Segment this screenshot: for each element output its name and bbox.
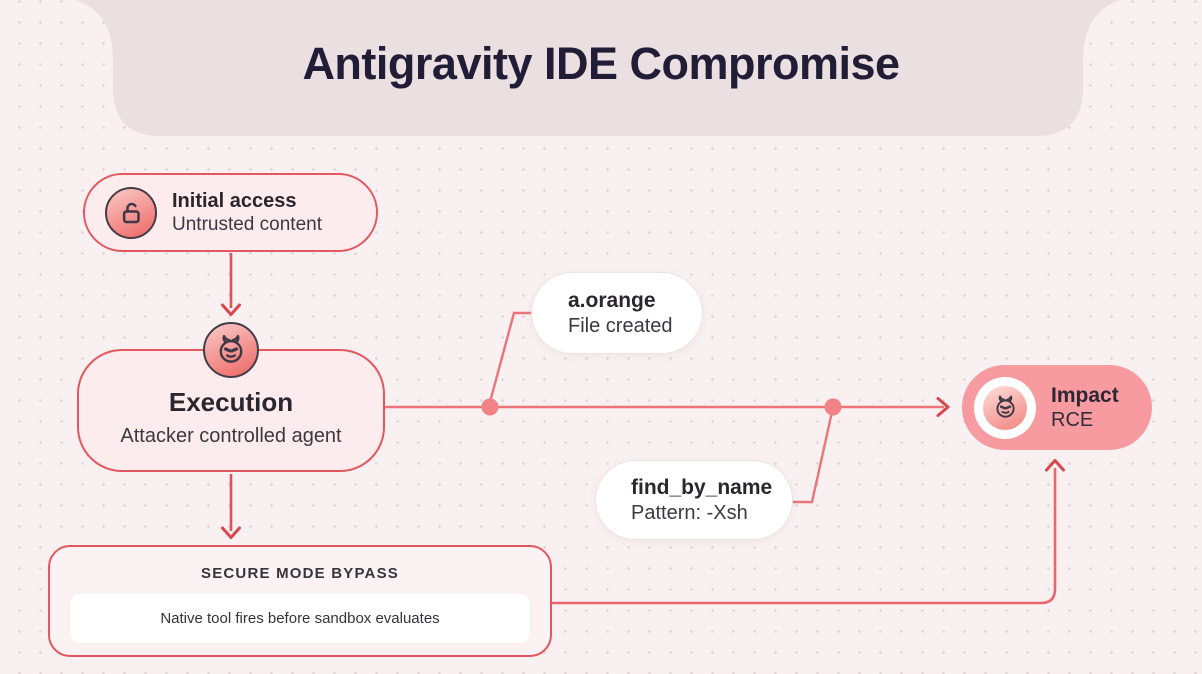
- arrowhead-down-icon: [221, 303, 241, 316]
- impact-icon-ring: [974, 376, 1036, 439]
- callout-file-created-title: a.orange: [568, 289, 656, 312]
- node-execution: Execution Attacker controlled agent: [77, 322, 385, 472]
- callout-find-by-name-title: find_by_name: [631, 476, 773, 499]
- connector-find-by-name-callout: [793, 411, 834, 504]
- connector-bypass-to-impact: [552, 468, 1057, 605]
- initial-access-title: Initial access: [172, 189, 297, 212]
- event-dot-file-created: [481, 398, 499, 416]
- node-initial-access: Initial access Untrusted content: [83, 173, 378, 252]
- page-title: Antigravity IDE Compromise: [302, 38, 900, 89]
- callout-file-created-subtitle: File created: [568, 314, 673, 337]
- secure-mode-bypass-title: SECURE MODE BYPASS: [200, 565, 400, 582]
- header-band: [76, 0, 1120, 136]
- impact-title: Impact: [1051, 383, 1119, 407]
- callout-find-by-name: find_by_name Pattern: -Xsh: [595, 460, 793, 540]
- connector-file-created-callout: [488, 311, 531, 403]
- arrowhead-up-icon: [1045, 459, 1065, 472]
- unlocked-padlock-icon: [105, 186, 157, 239]
- execution-title: Execution: [168, 386, 294, 417]
- callout-file-created: a.orange File created: [531, 272, 703, 354]
- impact-subtitle: RCE: [1051, 409, 1094, 432]
- devil-icon: [203, 322, 259, 378]
- initial-access-subtitle: Untrusted content: [172, 214, 322, 236]
- arrowhead-right-icon: [936, 397, 950, 417]
- node-secure-mode-bypass: SECURE MODE BYPASS Native tool fires bef…: [48, 545, 552, 657]
- node-impact: Impact RCE: [962, 365, 1152, 450]
- execution-subtitle: Attacker controlled agent: [120, 424, 342, 447]
- event-dot-find-by-name: [824, 398, 842, 416]
- callout-find-by-name-subtitle: Pattern: -Xsh: [631, 501, 748, 524]
- devil-icon: [983, 385, 1027, 430]
- arrowhead-down-icon: [221, 526, 241, 539]
- secure-mode-bypass-note: Native tool fires before sandbox evaluat…: [70, 594, 530, 643]
